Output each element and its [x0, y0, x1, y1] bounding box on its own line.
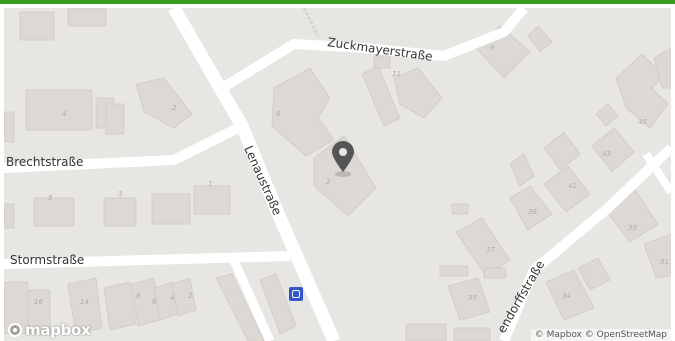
house-number: 35 — [468, 294, 477, 302]
map-attribution[interactable]: © Mapbox © OpenStreetMap — [530, 329, 671, 341]
street-label-brecht: Brechtstraße — [6, 155, 83, 169]
buildings — [4, 8, 671, 341]
map-canvas[interactable]: Zuckmayerstraße Brechtstraße Lenaustraße… — [4, 8, 671, 341]
house-number: 33 — [628, 224, 637, 232]
house-numbers: 4 2 5 3 1 6 2 16 14 8 6 4 2 9 11 45 43 4… — [34, 44, 669, 306]
house-number: 3 — [118, 190, 122, 198]
house-number: 2 — [188, 292, 193, 300]
house-number: 34 — [562, 292, 571, 300]
house-number: 1 — [208, 180, 212, 188]
house-number: 8 — [136, 292, 141, 300]
house-number: 6 — [276, 110, 281, 118]
accent-bar — [0, 0, 675, 4]
house-number: 2 — [172, 104, 177, 112]
house-number: 4 — [170, 294, 174, 302]
house-number: 4 — [62, 110, 66, 118]
house-number: 11 — [392, 70, 401, 78]
street-label-lenau: Lenaustraße — [241, 144, 284, 218]
mapbox-logo[interactable]: mapbox — [8, 321, 91, 339]
mapbox-logo-icon — [8, 323, 22, 337]
bus-stop-icon[interactable] — [289, 287, 303, 301]
mapbox-logo-text: mapbox — [25, 321, 91, 339]
house-number: 45 — [638, 118, 647, 126]
house-number: 9 — [490, 44, 495, 52]
street-label-storm: Stormstraße — [10, 253, 84, 267]
house-number: 39 — [528, 208, 537, 216]
house-number: 31 — [660, 258, 669, 266]
house-number: 5 — [48, 194, 53, 202]
house-number: 37 — [486, 246, 495, 254]
house-number: 43 — [602, 150, 611, 158]
house-number: 16 — [34, 298, 43, 306]
map-layer[interactable]: Zuckmayerstraße Brechtstraße Lenaustraße… — [4, 8, 671, 341]
house-number: 2 — [326, 178, 331, 186]
roads — [4, 8, 671, 341]
house-number: 41 — [568, 182, 577, 190]
house-number: 14 — [80, 298, 89, 306]
house-number: 6 — [152, 298, 157, 306]
map-marker-icon[interactable] — [332, 141, 354, 177]
